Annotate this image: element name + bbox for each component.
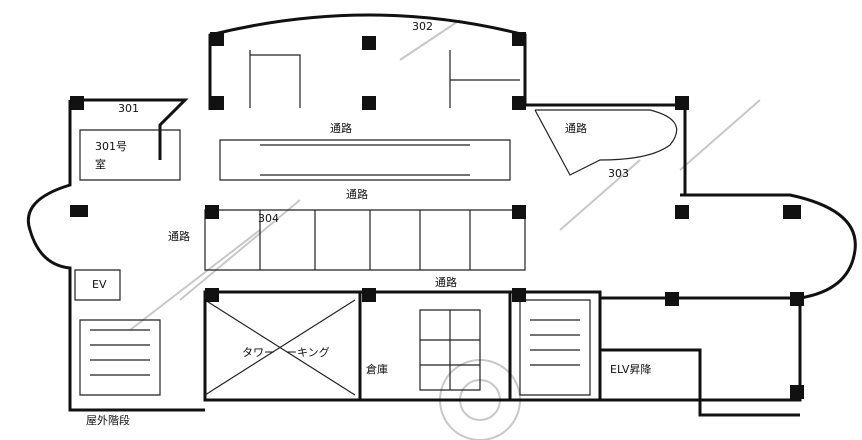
room-301-name-line1: 301号 xyxy=(95,140,127,153)
corridor-label: 通路 xyxy=(565,122,587,135)
room-301-label: 301 xyxy=(118,102,139,115)
corridor-label: 通路 xyxy=(168,230,190,243)
storage-label: 倉庫 xyxy=(366,362,388,376)
corridor-label: 通路 xyxy=(435,276,457,289)
corridor-label: 通路 xyxy=(330,122,352,135)
ev-label: EV xyxy=(92,278,107,291)
tower-parking-label: タワー ーキング xyxy=(242,345,330,359)
elv-hall-label: ELV昇降 xyxy=(610,362,651,376)
room-302-label: 302 xyxy=(412,20,433,33)
columns xyxy=(70,32,804,399)
room-304-label: 304 xyxy=(258,212,279,225)
watermark xyxy=(129,19,761,440)
room-303-label: 303 xyxy=(608,167,629,180)
corridor-label: 通路 xyxy=(346,188,368,201)
room-301-name-line2: 室 xyxy=(95,157,106,171)
outer-walls xyxy=(27,13,857,417)
outdoor-stairs-label: 屋外階段 xyxy=(86,413,130,427)
